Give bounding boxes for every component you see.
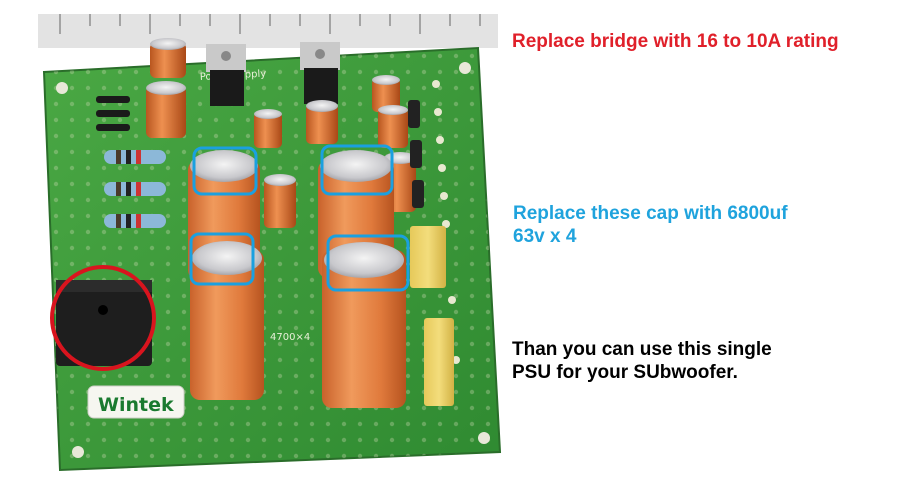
single-psu-line-2: PSU for your SUbwoofer. <box>512 362 738 384</box>
bridge-highlight-circle <box>50 265 156 371</box>
single-psu-line-1: Than you can use this single <box>512 339 772 360</box>
filter-capacitor <box>190 241 264 400</box>
diodes <box>96 96 130 131</box>
small-capacitor <box>378 105 408 148</box>
cap-marking: 4700×4 <box>270 332 310 343</box>
film-capacitor <box>424 318 454 406</box>
caps-note-line-2: 63v x 4 <box>513 226 577 248</box>
wintek-logo-text: Wintek <box>98 394 174 416</box>
small-capacitor <box>150 38 186 78</box>
small-capacitor <box>254 109 282 148</box>
wintek-logo: Wintek <box>87 385 185 419</box>
bridge-rectifier <box>56 280 152 366</box>
small-capacitor <box>146 81 186 138</box>
voltage-regulator <box>206 44 246 106</box>
voltage-regulator <box>300 42 340 104</box>
single-psu-note: Than you can use this single PSU for you… <box>512 338 842 384</box>
filter-capacitor <box>322 242 406 408</box>
caps-note-line-1: Replace these cap with 6800uf <box>513 203 788 224</box>
resistor <box>104 150 166 164</box>
diodes-right <box>408 100 424 208</box>
caps-note: Replace these cap with 6800uf 63v x 4 <box>513 202 843 248</box>
small-capacitor <box>372 75 400 112</box>
small-capacitor <box>264 174 296 228</box>
resistor <box>104 182 166 196</box>
cap-highlight-box <box>189 144 410 292</box>
small-capacitor <box>306 100 338 144</box>
ruler <box>38 14 498 48</box>
terminal-pads <box>432 80 460 364</box>
film-capacitor <box>410 226 446 288</box>
resistor <box>104 214 166 228</box>
bridge-note: Replace bridge with 16 to 10A rating <box>512 31 839 52</box>
